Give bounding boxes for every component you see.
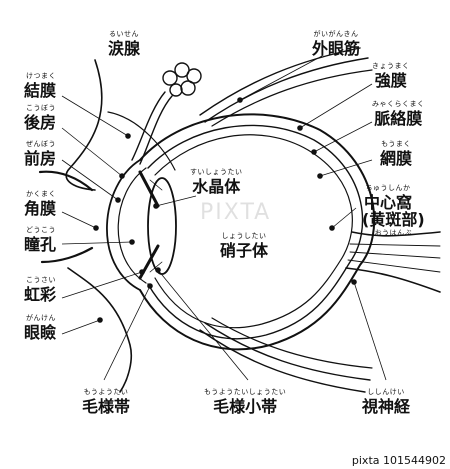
lacrimal-gland [162,62,202,97]
label-posterior-chamber: こうぼう 後房 [24,104,57,132]
label-retina: もうまく 網膜 [380,140,413,168]
label-vitreous: しょうしたい 硝子体 [220,232,269,260]
conjunctiva-line [107,111,176,171]
label-sclera: きょうまく 強膜 [372,62,410,90]
label-extraocular-muscle: がいがんきん 外眼筋 [312,30,361,58]
footer-id: 101544902 [383,454,446,467]
upper-muscle-a [199,47,361,116]
iris-upper [138,170,160,208]
lower-muscle-a [199,329,366,393]
label-ciliary-body: もうようたい 毛様帯 [82,388,131,416]
label-optic-nerve: ししんけい 視神経 [362,388,411,416]
optic-nerve-upper [351,231,441,237]
stock-footer: pixta 101544902 [300,453,450,469]
label-iris: こうさい 虹彩 [24,276,57,304]
cornea-outer [106,159,141,291]
label-anterior-chamber: ぜんぼう 前房 [24,140,57,168]
sclera-outer [139,113,376,351]
choroid-layer [147,124,364,340]
upper-eyelid-outline [65,59,103,191]
lacrimal-duct [131,91,166,161]
label-zonule: もうようたいしょうたい 毛様小帯 [204,388,287,416]
label-conjunctiva: けつまく 結膜 [24,72,57,100]
label-lacrimal-gland: るいせん 涙腺 [108,30,141,58]
lower-muscle-b [204,322,371,381]
lower-eyelid-outline [67,267,133,393]
upper-eyelash [38,170,94,192]
label-pupil: どうこう 瞳孔 [24,226,57,254]
lens-shape [147,177,177,275]
zonule-fiber [149,179,163,191]
label-fovea: ちゅうしんか 中心窩 [364,184,413,212]
footer-brand: pixta [351,454,380,467]
label-lens: すいしょうたい 水晶体 [190,168,243,196]
lower-eyelash [40,246,94,264]
cornea-inner [117,167,147,284]
label-eyelid: がんけん 眼瞼 [24,314,57,342]
label-choroid: みゃくらくまく 脈絡膜 [372,100,425,128]
label-cornea: かくまく 角膜 [24,190,57,218]
retina-layer [154,134,353,329]
upper-muscle-b [204,57,369,123]
optic-nerve-lower [345,267,441,293]
watermark: PIXTA [200,200,272,225]
label-macula: (黄斑部) おうはんぶ [362,210,425,237]
